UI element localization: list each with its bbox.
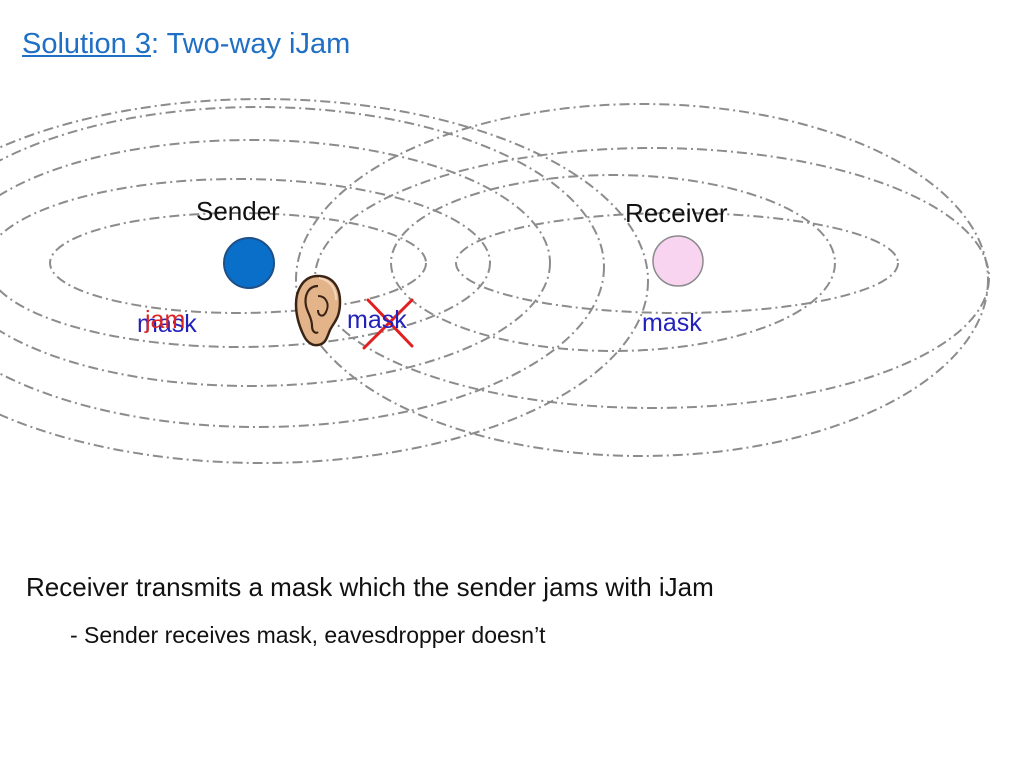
receiver-wave-4 (295, 103, 989, 457)
receiver-node (652, 235, 704, 287)
body-line-1: Receiver transmits a mask which the send… (26, 572, 714, 602)
receiver-wave-2 (390, 174, 836, 352)
eavesdropper-mask-label: mask (347, 306, 407, 334)
receiver-label: Receiver (625, 198, 728, 228)
sender-wave-1 (49, 212, 427, 314)
sender-wave-5 (0, 98, 649, 464)
body-line-2: - Sender receives mask, eavesdropper doe… (70, 622, 546, 648)
slide-title: Solution 3: Two-way iJam (22, 28, 350, 61)
sender-wave-2 (0, 178, 491, 348)
sender-label: Sender (196, 196, 280, 226)
title-rest: : Two-way iJam (151, 28, 351, 60)
ear-icon (294, 274, 342, 347)
sender-mask-label: mask (137, 310, 197, 338)
sender-wave-4 (0, 106, 605, 428)
sender-wave-3 (0, 139, 551, 387)
receiver-wave-1 (455, 212, 899, 314)
sender-node (223, 237, 275, 289)
receiver-mask-label: mask (642, 309, 702, 337)
receiver-wave-3 (314, 147, 990, 409)
red-x-icon (362, 298, 414, 350)
title-link[interactable]: Solution 3 (22, 28, 151, 60)
sender-jam-label: jam (145, 306, 186, 334)
